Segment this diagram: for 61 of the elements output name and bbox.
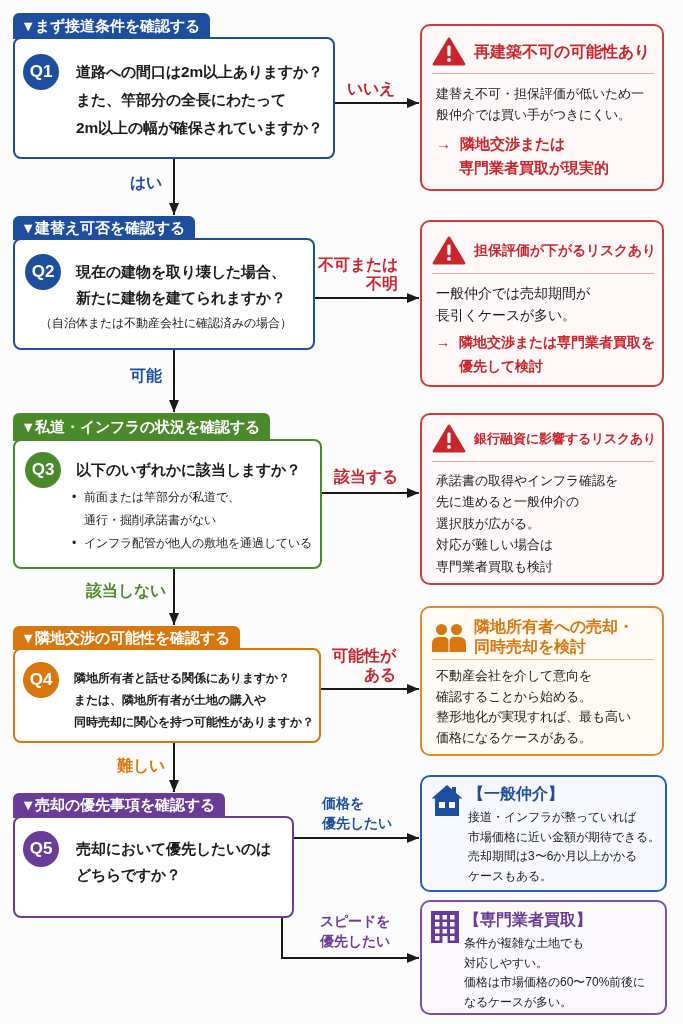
question-text: 道路への間口は2m以上ありますか？また、竿部分の全長にわたって2m以上の幅が確保されていますか？ (76, 62, 325, 138)
arrow (169, 158, 179, 216)
section-tab: ▼建替え可否を確認する (13, 216, 196, 240)
arrow (293, 833, 420, 843)
body-text: 条件が複雑な土地でも対応しやすい。 (464, 935, 585, 972)
question-box (13, 13, 335, 159)
question-box (13, 793, 294, 918)
body-text: 対応が難しい場合は専門業者買取も検討 (436, 536, 554, 576)
edge-label: スピードを優先したい (320, 912, 392, 952)
question-text: 隣地所有者と話せる関係にありますか？または、隣地所有者が土地の購入や同時売却に関心を持つ可能性がありますか？ (74, 670, 315, 731)
edge-label: 可能 (130, 365, 162, 387)
recommendation-text: → 隣地交渉または専門業者買取が現実的 (436, 133, 610, 178)
edge-label: 不可または不明 (316, 256, 398, 293)
body-text: 承諾書の取得やインフラ確認を先に進めると一般仲介の選択肢が広がる。 (436, 471, 619, 533)
section-tab: ▼売却の優先事項を確認する (13, 793, 226, 818)
section-tab: ▼私道・インフラの状況を確認する (13, 413, 271, 441)
recommendation-text: → 隣地交渉または専門業者買取を優先して検討 (436, 332, 656, 376)
question-box (13, 216, 315, 350)
question-text: 現在の建物を取り壊した場合、新たに建物を建てられますか？ (76, 262, 287, 308)
bullet-item: • 前面または竿部分が私道で、通行・掘削承諾書がない (72, 488, 241, 529)
arrow (320, 684, 420, 694)
body-text: 不動産会社を介して意向を確認することから始める。 (436, 667, 593, 706)
edge-label: 可能性がある (328, 647, 396, 684)
bullet-item: • インフラ配管が他人の敷地を通過している (72, 534, 313, 552)
edge-label: 該当しない (86, 580, 166, 602)
section-tab: ▼隣地交渉の可能性を確認する (13, 626, 241, 650)
edge-label: 価格を優先したい (322, 794, 392, 834)
arrow (281, 917, 420, 963)
body-text: 接道・インフラが整っていれば市場価格に近い金額が期待できる。 (468, 809, 661, 846)
body-text: 売却期間は3〜6か月以上かかるケースもある。 (468, 848, 639, 885)
arrow (169, 349, 179, 413)
arrow (321, 488, 420, 498)
edge-label: いいえ (347, 78, 395, 100)
arrow (334, 98, 420, 108)
body-text: 建替え不可・担保評価が低いため一般仲介では買い手がつきにくい。 (436, 85, 645, 124)
arrow (314, 293, 420, 303)
box-heading: 隣地所有者への売却・同時売却を検討 (474, 617, 635, 657)
result-box (420, 606, 664, 756)
arrow (169, 742, 179, 793)
body-text: 一般仲介では売却期間が長引くケースが多い。 (436, 284, 591, 325)
result-box (420, 775, 667, 892)
result-box (420, 24, 664, 191)
edge-label: 該当する (334, 466, 398, 488)
question-text: 以下のいずれかに該当しますか？ (76, 461, 302, 481)
box-heading: 担保評価が下がるリスクあり (474, 241, 656, 260)
box-heading: 銀行融資に影響するリスクあり (474, 429, 656, 448)
box-heading: 再建築不可の可能性あり (474, 41, 651, 62)
question-box (13, 626, 321, 743)
body-text: 価格は市場価格の60〜70%前後になるケースが多い。 (464, 974, 647, 1011)
question-box (13, 413, 322, 569)
result-box (420, 900, 667, 1015)
section-tab: ▼まず接道条件を確認する (13, 13, 211, 39)
box-heading: 【一般仲介】 (468, 784, 565, 804)
edge-label: 難しい (117, 755, 165, 777)
result-box (420, 413, 664, 585)
arrow (169, 568, 179, 626)
result-box (420, 220, 664, 387)
note-text: （自治体または不動産会社に確認済みの場合） (40, 315, 293, 332)
box-heading: 【専門業者買取】 (464, 910, 593, 930)
body-text: 整形地化が実現すれば、最も高い価格になるケースがある。 (436, 708, 632, 748)
question-text: 売却において優先したいのはどちらですか？ (76, 839, 272, 885)
